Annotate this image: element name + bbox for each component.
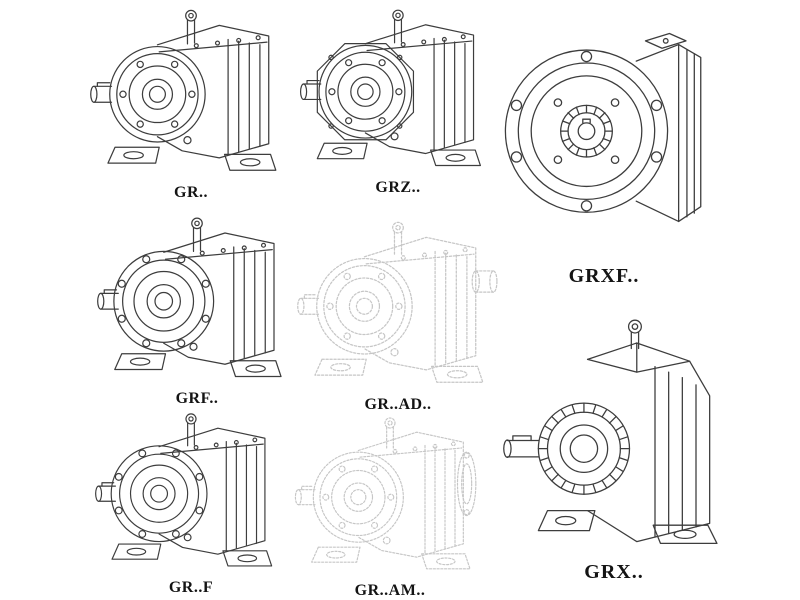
grxf-gearbox-drawing: [504, 32, 702, 223]
figure-grx: GRX..: [500, 312, 728, 584]
grx-gearbox-drawing: [503, 319, 718, 545]
grf-label: GRF..: [175, 390, 219, 407]
figure-gr: GR..: [85, 4, 297, 202]
grx-label: GRX..: [584, 561, 644, 583]
gr-am-label: GR..AM..: [354, 582, 426, 599]
grxf-label: GRXF..: [568, 265, 640, 287]
gr-am-gearbox-drawing: [290, 412, 490, 579]
figure-gr-ad: GR..AD..: [292, 216, 504, 414]
grz-gearbox-drawing: [295, 4, 501, 176]
figure-grz: GRZ..: [295, 4, 501, 197]
figure-grf: GRF..: [92, 212, 302, 408]
grf-gearbox-drawing: [92, 212, 302, 387]
figure-gr-am: GR..AM..: [290, 412, 490, 600]
gr-ad-label: GR..AD..: [364, 396, 432, 413]
gr-label: GR..: [174, 184, 208, 201]
gr-gearbox-drawing: [85, 4, 297, 181]
figure-grxf: GRXF..: [498, 4, 710, 288]
gr-f-gearbox-drawing: [90, 408, 292, 576]
grz-label: GRZ..: [375, 179, 421, 196]
gr-f-label: GR..F: [168, 579, 214, 596]
gr-ad-gearbox-drawing: [292, 216, 504, 393]
figure-gr-f: GR..F: [90, 408, 292, 597]
